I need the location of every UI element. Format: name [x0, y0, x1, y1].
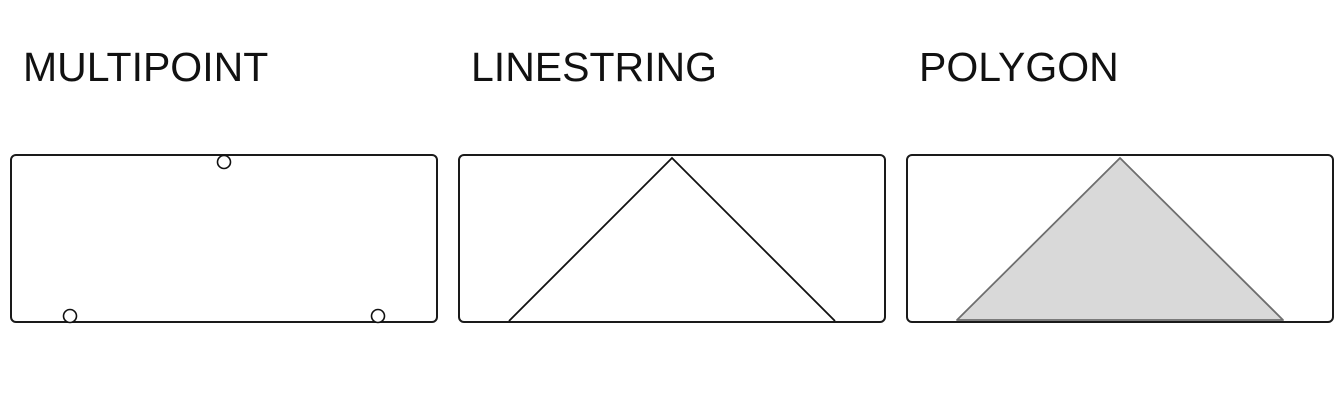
polygon-canvas — [956, 157, 1284, 321]
multipoint-canvas — [62, 154, 386, 324]
multipoint-point-bottom-left — [62, 308, 78, 324]
polygon-title: POLYGON — [919, 44, 1119, 90]
multipoint-panel — [10, 154, 438, 324]
multipoint-title: MULTIPOINT — [23, 44, 269, 90]
polygon-triangle — [956, 157, 1284, 321]
linestring-title: LINESTRING — [471, 44, 718, 90]
linestring-line — [508, 156, 836, 322]
multipoint-point-top — [216, 154, 232, 170]
multipoint-point-bottom-right — [370, 308, 386, 324]
polygon-panel — [906, 154, 1334, 323]
linestring-panel — [458, 154, 886, 323]
linestring-canvas — [508, 156, 836, 322]
